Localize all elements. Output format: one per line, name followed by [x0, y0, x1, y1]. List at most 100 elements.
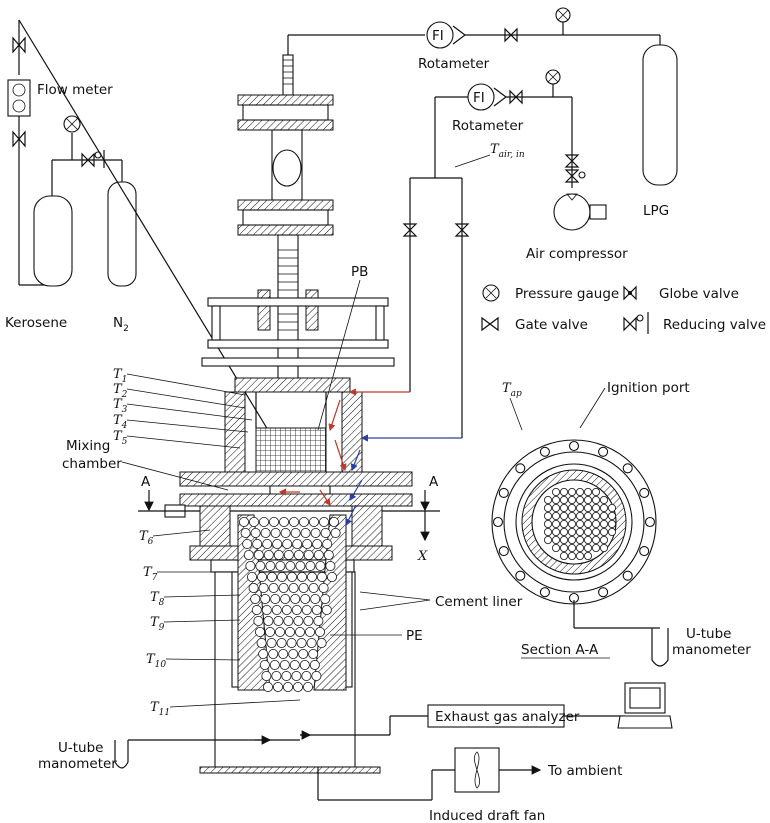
flange-bolt-hole — [568, 440, 580, 452]
packed-ball — [276, 638, 287, 649]
section-ball — [592, 503, 601, 512]
packed-ball — [283, 616, 294, 627]
packed-ball — [314, 627, 325, 638]
section-ball — [592, 512, 601, 521]
packed-ball — [272, 682, 283, 693]
packed-ball — [280, 594, 291, 605]
packed-ball — [309, 660, 320, 671]
section-ball — [592, 528, 601, 537]
packed-ball — [295, 561, 306, 572]
section-ball — [560, 495, 569, 504]
section-ball — [552, 544, 561, 553]
packed-ball — [270, 594, 281, 605]
section-ball — [584, 512, 593, 521]
packed-ball — [300, 594, 311, 605]
packed-ball — [255, 561, 266, 572]
section-ball — [576, 520, 585, 529]
reducing-valve-icon — [81, 152, 95, 168]
section-ball — [592, 495, 601, 504]
thermocouple-label: T6 — [139, 529, 154, 547]
packed-ball — [306, 572, 317, 583]
lpg-cylinder-icon — [642, 44, 678, 186]
reducing-valve-icon — [623, 316, 637, 332]
packed-ball — [258, 583, 269, 594]
flange-bolt-hole — [492, 516, 504, 528]
thermocouple-label: T1 — [113, 367, 127, 385]
packed-ball — [308, 649, 319, 660]
pe-label: PE — [406, 628, 423, 644]
rotameter-mid-icon — [467, 83, 495, 111]
packed-ball — [281, 605, 292, 616]
section-ball — [584, 544, 593, 553]
packed-ball — [253, 550, 264, 561]
packed-ball — [320, 528, 331, 539]
n2-cylinder-icon — [107, 181, 137, 287]
thermocouple-leader-line — [126, 419, 249, 433]
section-markers — [144, 490, 430, 542]
packed-ball — [270, 528, 281, 539]
packed-ball — [302, 539, 313, 550]
packed-ball — [310, 594, 321, 605]
u-tube-left-label-line1: U-tube — [58, 740, 103, 756]
svg-text:FI: FI — [432, 28, 444, 44]
packed-ball — [290, 528, 301, 539]
section-ball — [576, 512, 585, 521]
packed-ball — [310, 528, 321, 539]
reducing-valve-icon — [564, 154, 580, 168]
packed-ball — [275, 561, 286, 572]
packed-ball — [306, 638, 317, 649]
kerosene-label: Kerosene — [5, 315, 67, 331]
section-ball — [552, 528, 561, 537]
induced-draft-fan-label: Induced draft fan — [429, 808, 545, 823]
packed-ball — [263, 550, 274, 561]
legend-pressure-gauge: Pressure gauge — [515, 286, 619, 302]
packed-ball — [286, 638, 297, 649]
packed-ball — [315, 561, 326, 572]
flange-bolt-hole — [622, 570, 633, 581]
packed-ball — [304, 627, 315, 638]
section-ball — [560, 503, 569, 512]
section-ball — [568, 536, 577, 545]
packed-ball — [269, 660, 280, 671]
packed-ball — [256, 572, 267, 583]
gate-valve-icon — [509, 89, 523, 105]
flange-bolt-hole — [598, 587, 609, 598]
kerosene-supply-system — [7, 19, 269, 431]
ignition-port-label: Ignition port — [607, 380, 690, 396]
section-ball — [576, 536, 585, 545]
section-ball — [568, 503, 577, 512]
packed-ball — [268, 649, 279, 660]
to-ambient-label: To ambient — [547, 763, 622, 779]
packed-ball — [313, 616, 324, 627]
packed-ball — [278, 583, 289, 594]
packed-ball — [246, 572, 257, 583]
pb-label: PB — [351, 264, 368, 280]
section-ball — [568, 552, 577, 561]
section-ball — [600, 528, 609, 537]
exhaust-gas-analyzer — [300, 682, 673, 740]
flange-bolt-hole — [598, 446, 609, 457]
mixing-chamber-label-line1: Mixing — [66, 438, 110, 454]
section-a-left: A — [141, 474, 151, 490]
packed-ball — [321, 605, 332, 616]
symbol-legend: Pressure gauge Globe valve Gate valve Re… — [481, 284, 766, 334]
section-ball — [560, 512, 569, 521]
flange-bolt-hole — [539, 587, 550, 598]
packed-ball — [296, 638, 307, 649]
section-ball — [568, 528, 577, 537]
fuel-flow-arrows — [278, 388, 410, 506]
packed-ball — [265, 561, 276, 572]
packed-ball — [303, 616, 314, 627]
thermocouple-label: T5 — [113, 429, 128, 447]
induced-draft-fan — [454, 747, 542, 793]
flange-bolt-hole — [639, 487, 650, 498]
thermocouple-leader-line — [165, 658, 241, 661]
thermocouple-label: T3 — [113, 397, 128, 415]
section-ball — [560, 520, 569, 529]
packed-ball — [316, 572, 327, 583]
legend-gate-valve: Gate valve — [515, 317, 588, 333]
flange-bolt-hole — [498, 487, 509, 498]
gate-valve-icon — [481, 316, 499, 332]
flange-bolt-hole — [515, 570, 526, 581]
packed-ball — [284, 627, 295, 638]
